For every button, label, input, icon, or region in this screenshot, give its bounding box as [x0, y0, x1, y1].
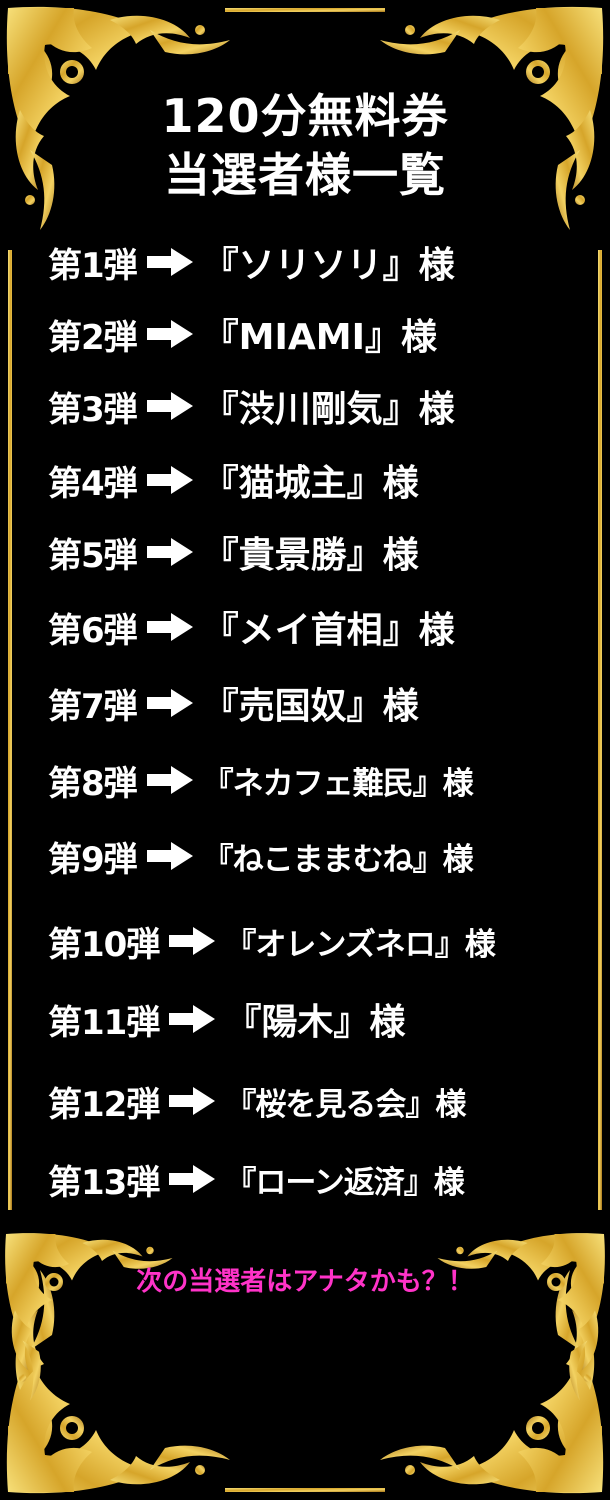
round-label: 第9弾 [48, 839, 138, 880]
round-label: 第12弾 [48, 1084, 160, 1125]
round-label: 第6弾 [48, 610, 138, 651]
title-line-1: 120分無料券 [161, 89, 449, 143]
winner-name: 『オレンズネロ』様 [225, 926, 495, 963]
round-label: 第2弾 [48, 317, 138, 358]
winner-name: 『桜を見る会』様 [225, 1086, 466, 1123]
list-item: 第13弾 『ローン返済』様 [48, 1151, 465, 1207]
list-item: 第12弾 『桜を見る会』様 [48, 1073, 466, 1129]
arrow-right-icon [146, 689, 193, 717]
arrow-right-icon [146, 842, 193, 870]
list-item: 第7弾 『売国奴』様 [48, 675, 419, 731]
footer-message: 次の当選者はアナタかも？！ [136, 1267, 474, 1297]
list-item: 第8弾 『ネカフェ難民』様 [48, 752, 474, 808]
round-label: 第4弾 [48, 463, 138, 504]
list-item: 第10弾 『オレンズネロ』様 [48, 913, 496, 969]
winner-name: 『渋川剛気』様 [202, 389, 455, 430]
round-label: 第11弾 [48, 1002, 160, 1043]
round-label: 第13弾 [48, 1162, 160, 1203]
list-item: 第11弾 『陽木』様 [48, 991, 405, 1047]
list-item: 第4弾 『猫城主』様 [48, 452, 419, 508]
winner-name: 『ネカフェ難民』様 [202, 765, 474, 802]
winner-name: 『貴景勝』様 [202, 535, 419, 576]
round-label: 第8弾 [48, 763, 138, 804]
list-item: 第6弾 『メイ首相』様 [48, 599, 455, 655]
round-label: 第1弾 [48, 245, 138, 286]
arrow-right-icon [169, 1087, 216, 1115]
arrow-right-icon [146, 538, 193, 566]
list-item: 第1弾 『ソリソリ』様 [48, 234, 455, 290]
list-item: 第2弾 『MIAMI』様 [48, 306, 437, 362]
arrow-right-icon [146, 466, 193, 494]
winner-name: 『MIAMI』様 [202, 317, 437, 358]
arrow-right-icon [146, 248, 193, 276]
arrow-right-icon [169, 1005, 216, 1033]
winner-name: 『売国奴』様 [202, 686, 419, 727]
winner-name: 『猫城主』様 [202, 463, 419, 504]
winner-name: 『メイ首相』様 [202, 610, 455, 651]
winner-name: 『ソリソリ』様 [202, 245, 455, 286]
arrow-right-icon [146, 766, 193, 794]
list-item: 第3弾 『渋川剛気』様 [48, 378, 455, 434]
winner-name: 『ねこままむね』様 [202, 841, 474, 878]
arrow-right-icon [169, 1165, 216, 1193]
round-label: 第5弾 [48, 535, 138, 576]
winner-name: 『ローン返済』様 [225, 1164, 464, 1201]
arrow-right-icon [146, 392, 193, 420]
arrow-right-icon [146, 320, 193, 348]
list-item: 第5弾 『貴景勝』様 [48, 524, 419, 580]
round-label: 第3弾 [48, 389, 138, 430]
title-line-2: 当選者様一覧 [164, 148, 446, 202]
list-item: 第9弾 『ねこままむね』様 [48, 828, 474, 884]
arrow-right-icon [169, 927, 216, 955]
winner-name: 『陽木』様 [225, 1002, 406, 1043]
arrow-right-icon [146, 613, 193, 641]
round-label: 第10弾 [48, 924, 160, 965]
round-label: 第7弾 [48, 686, 138, 727]
